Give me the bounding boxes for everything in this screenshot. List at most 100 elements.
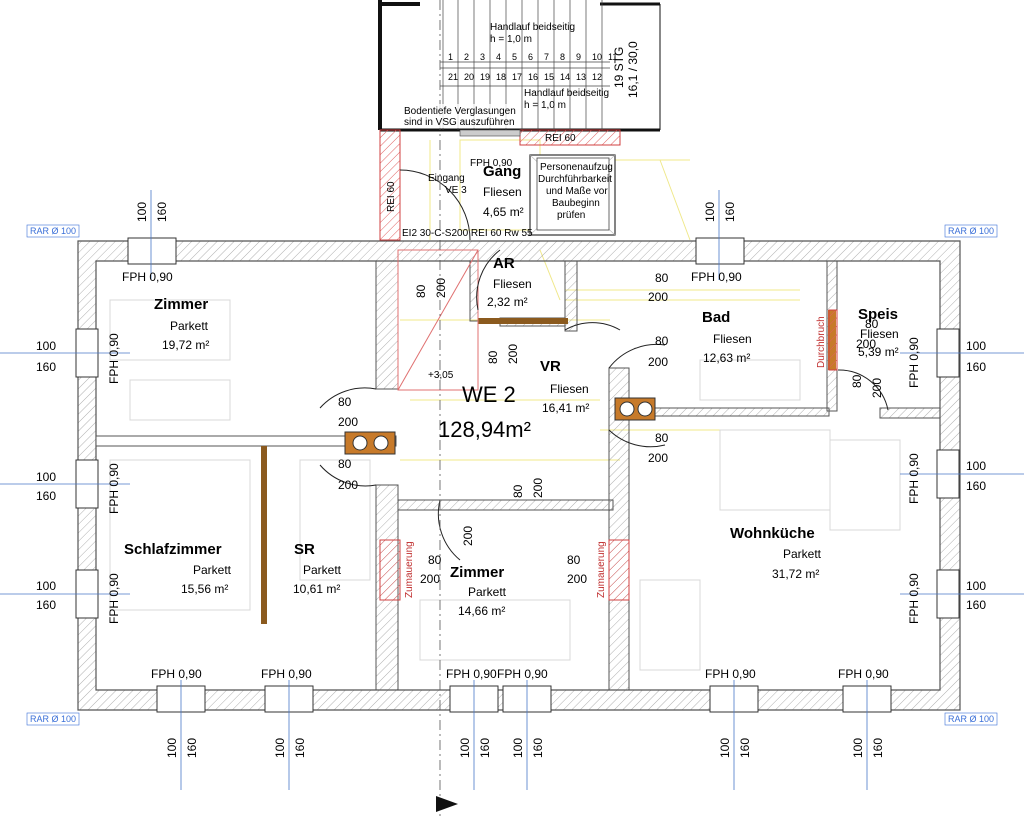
handrail-top-label: Handlauf beidseitig [490, 22, 575, 33]
door-dimensions: 80 200 80 200 80 200 80 200 80 200 80 20… [338, 271, 884, 586]
room-floor: Parkett [783, 547, 822, 561]
room-floor: Fliesen [483, 185, 522, 199]
win-r1-width: 100 [966, 339, 986, 353]
win-top1-label: FPH 0,90 [122, 270, 173, 284]
stair-step-number: 10 [592, 52, 602, 62]
rar-label-nw: RAR Ø 100 [30, 226, 76, 236]
room-area: 31,72 m² [772, 567, 819, 581]
win-b5-height: 160 [738, 738, 752, 758]
stair-step-number: 1 [448, 52, 453, 62]
window-labels-left: 100 160 FPH 0,90 100 160 FPH 0,90 100 16… [36, 333, 121, 624]
elevator-note-4: Baubeginn [552, 198, 600, 209]
room-area: 5,39 m² [858, 345, 899, 359]
apartment-area: 128,94m² [438, 417, 531, 442]
door3-height: 200 [648, 290, 668, 304]
glazing-note-2: sind in VSG auszuführen [404, 117, 515, 128]
room-bad: Bad Fliesen 12,63 m² [702, 309, 752, 365]
stair-step-number: 17 [512, 72, 522, 82]
ar-partition [478, 318, 568, 324]
door1-height: 200 [338, 415, 358, 429]
core-notes: Bodentiefe Verglasungen sind in VSG ausz… [386, 104, 827, 598]
axis-lines [0, 190, 1024, 790]
stair-steps-label: 19 STG [612, 47, 626, 88]
room-floor: Parkett [170, 319, 209, 333]
room-area: 2,32 m² [487, 295, 528, 309]
interior-walls [95, 260, 941, 691]
room-name: SR [294, 541, 315, 558]
rar-label-ne: RAR Ø 100 [948, 226, 994, 236]
room-name: Zimmer [154, 296, 208, 313]
rei60-vertical-label: REI 60 [386, 181, 397, 212]
door13-height: 200 [434, 278, 448, 298]
stair-step-number: 9 [576, 52, 581, 62]
stair-step-number: 8 [560, 52, 565, 62]
stair-step-number: 13 [576, 72, 586, 82]
win-b4-width: 100 [511, 738, 525, 758]
win-r3-width: 100 [966, 579, 986, 593]
room-floor: Fliesen [493, 277, 532, 291]
room-ar: AR Fliesen 2,32 m² [487, 255, 532, 309]
win-r1-label: FPH 0,90 [907, 337, 921, 388]
win-b1-label: FPH 0,90 [151, 667, 202, 681]
door1-width: 80 [338, 395, 352, 409]
room-name: Zimmer [450, 564, 504, 581]
door5-width: 80 [655, 431, 669, 445]
stair-step-number: 6 [528, 52, 533, 62]
stair-step-number: 5 [512, 52, 517, 62]
win-r2-label: FPH 0,90 [907, 453, 921, 504]
stair-step-number: 21 [448, 72, 458, 82]
stair-step-number: 11 [608, 52, 617, 62]
wall-infills [379, 309, 838, 601]
window-labels-right: 100 160 FPH 0,90 100 160 FPH 0,90 100 16… [907, 337, 986, 624]
door10-height: 200 [461, 526, 475, 546]
room-name: Schlafzimmer [124, 541, 222, 558]
stair-step-size-label: 16,1 / 30,0 [626, 41, 640, 98]
entrance-ve-label: VE 3 [445, 185, 467, 196]
sr-partition [261, 446, 267, 624]
door8-height: 200 [506, 344, 520, 364]
door-arcs [319, 169, 889, 561]
elevator-note-3: und Maße vor [546, 186, 608, 197]
elevator-note-1: Personenaufzug [540, 162, 613, 173]
win-b6-label: FPH 0,90 [838, 667, 889, 681]
stair-step-number: 15 [544, 72, 554, 82]
door2-width: 80 [338, 457, 352, 471]
room-name: AR [493, 255, 515, 272]
room-area: 14,66 m² [458, 604, 505, 618]
win-b2-height: 160 [293, 738, 307, 758]
stair-step-number: 7 [544, 52, 549, 62]
win-l1-height: 160 [36, 360, 56, 374]
win-r3-label: FPH 0,90 [907, 573, 921, 624]
room-floor: Fliesen [550, 382, 589, 396]
door5-height: 200 [648, 451, 668, 465]
elevator-note-2: Durchführbarkeit [538, 174, 612, 185]
win-top1-width: 100 [135, 202, 149, 222]
room-floor: Parkett [303, 563, 342, 577]
win-b4-label: FPH 0,90 [497, 667, 548, 681]
door9-width: 80 [511, 484, 525, 498]
room-floor: Fliesen [713, 332, 752, 346]
exterior-walls [77, 240, 961, 711]
glazing-note-1: Bodentiefe Verglasungen [404, 106, 516, 117]
win-l3-label: FPH 0,90 [107, 573, 121, 624]
win-b5-label: FPH 0,90 [705, 667, 756, 681]
win-r1-height: 160 [966, 360, 986, 374]
door12-height: 200 [870, 378, 884, 398]
door4-width: 80 [655, 334, 669, 348]
room-wohnkueche: Wohnküche Parkett 31,72 m² [730, 525, 822, 581]
chimney-left [344, 431, 396, 455]
elevator-note-5: prüfen [557, 210, 585, 221]
door13-width: 80 [414, 284, 428, 298]
win-b3-width: 100 [458, 738, 472, 758]
room-floor: Parkett [193, 563, 232, 577]
gang-door-label: FPH 0,90 [470, 158, 513, 169]
handrail-top-height: h = 1,0 m [490, 34, 532, 45]
win-b2-width: 100 [273, 738, 287, 758]
win-l2-height: 160 [36, 489, 56, 503]
rar-label-sw: RAR Ø 100 [30, 714, 76, 724]
window-labels-top: 100 160 FPH 0,90 100 160 FPH 0,90 [122, 202, 742, 284]
win-top1-height: 160 [155, 202, 169, 222]
win-top2-width: 100 [703, 202, 717, 222]
stair-step-number: 2 [464, 52, 469, 62]
